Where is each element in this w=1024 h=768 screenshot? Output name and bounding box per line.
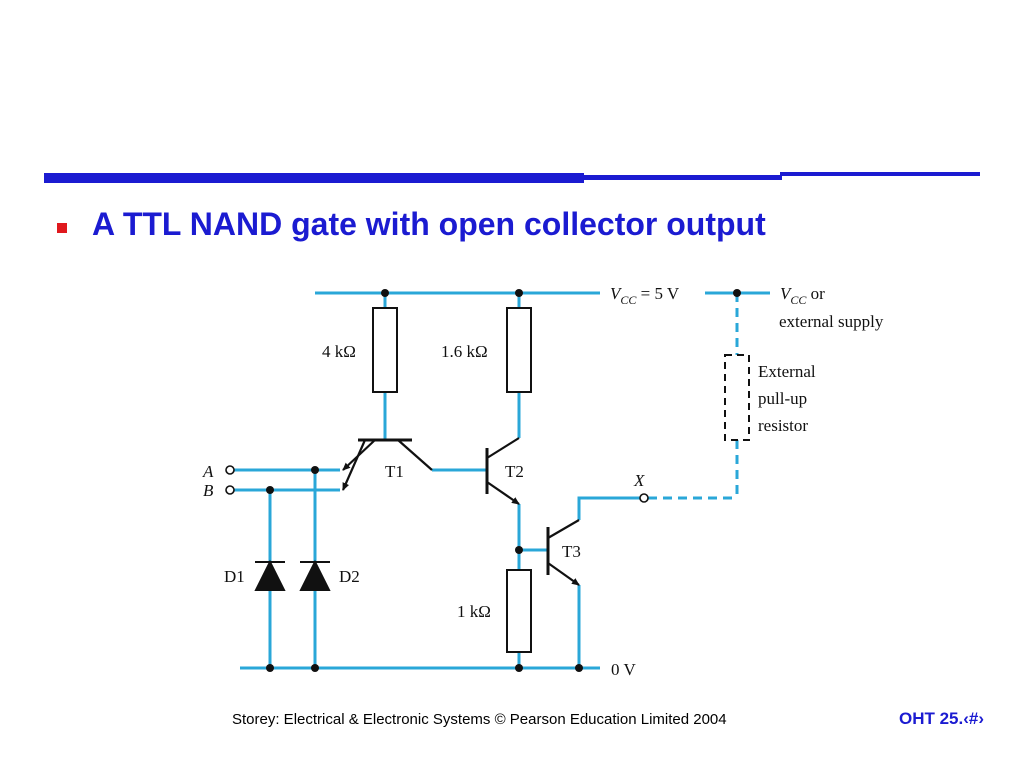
resistors xyxy=(372,307,750,653)
footer-citation: Storey: Electrical & Electronic Systems … xyxy=(232,711,727,728)
transistor-t1 xyxy=(341,438,433,491)
r2-label: 1.6 kΩ xyxy=(441,342,488,361)
terminals xyxy=(225,465,649,503)
output-x-terminal xyxy=(639,493,649,503)
input-b-terminal xyxy=(225,485,235,495)
d1-label: D1 xyxy=(224,567,245,586)
title-rule-thin xyxy=(780,172,980,176)
t2-label: T2 xyxy=(505,462,524,481)
junction-dot xyxy=(515,546,523,554)
d2-body xyxy=(299,559,331,591)
circuit-diagram: VCC = 5 V VCC or external supply 4 kΩ 1.… xyxy=(202,284,884,679)
junction-dot xyxy=(515,664,523,672)
junction-dot xyxy=(381,289,389,297)
junction-dot xyxy=(311,664,319,672)
vcc-ext-label: VCC or xyxy=(780,284,825,307)
junction-dot xyxy=(266,486,274,494)
t1-emitter-b xyxy=(341,439,367,491)
page-number: OHT 25.‹#› xyxy=(898,709,984,728)
slide-title: A TTL NAND gate with open collector outp… xyxy=(92,206,766,242)
t1-collector-lead xyxy=(397,439,433,471)
pullup-label-1: External xyxy=(758,362,816,381)
title-rule-thick xyxy=(44,173,584,183)
vcc-main-label: VCC = 5 V xyxy=(610,284,680,307)
ext-supply-label: external supply xyxy=(779,312,884,331)
d1-body xyxy=(254,559,286,591)
input-a-terminal xyxy=(225,465,235,475)
junction-dots xyxy=(266,289,741,672)
transistor-t3 xyxy=(546,519,580,586)
vcc-main-sub: CC xyxy=(620,293,637,307)
junction-dot xyxy=(515,289,523,297)
resistor-r1 xyxy=(372,307,398,393)
t2-collector-lead xyxy=(486,437,520,459)
junction-dot xyxy=(575,664,583,672)
t1-label: T1 xyxy=(385,462,404,481)
junction-dot xyxy=(266,664,274,672)
bullet-marker xyxy=(57,223,67,233)
transistor-t2 xyxy=(485,437,520,505)
d2-label: D2 xyxy=(339,567,360,586)
pullup-label-3: resistor xyxy=(758,416,808,435)
resistor-pullup xyxy=(724,354,750,441)
junction-dot xyxy=(311,466,319,474)
title-rule xyxy=(44,172,980,183)
t3-collector-wire xyxy=(577,496,642,520)
resistor-r2 xyxy=(506,307,532,393)
r1-label: 4 kΩ xyxy=(322,342,356,361)
ground-label: 0 V xyxy=(611,660,636,679)
wiring xyxy=(234,291,770,670)
t2-emitter-lead xyxy=(486,481,520,505)
r3-label: 1 kΩ xyxy=(457,602,491,621)
external-wiring xyxy=(648,293,739,500)
input-b-label: B xyxy=(203,481,214,500)
t3-collector-lead xyxy=(547,519,580,539)
diode-d2 xyxy=(299,559,331,591)
output-x-label: X xyxy=(633,471,645,490)
diode-d1 xyxy=(254,559,286,591)
title-rule-mid xyxy=(580,175,782,180)
resistor-r3 xyxy=(506,569,532,653)
junction-dot xyxy=(733,289,741,297)
t3-label: T3 xyxy=(562,542,581,561)
input-a-label: A xyxy=(202,462,214,481)
pullup-label-2: pull-up xyxy=(758,389,807,408)
t3-emitter-lead xyxy=(547,562,580,586)
